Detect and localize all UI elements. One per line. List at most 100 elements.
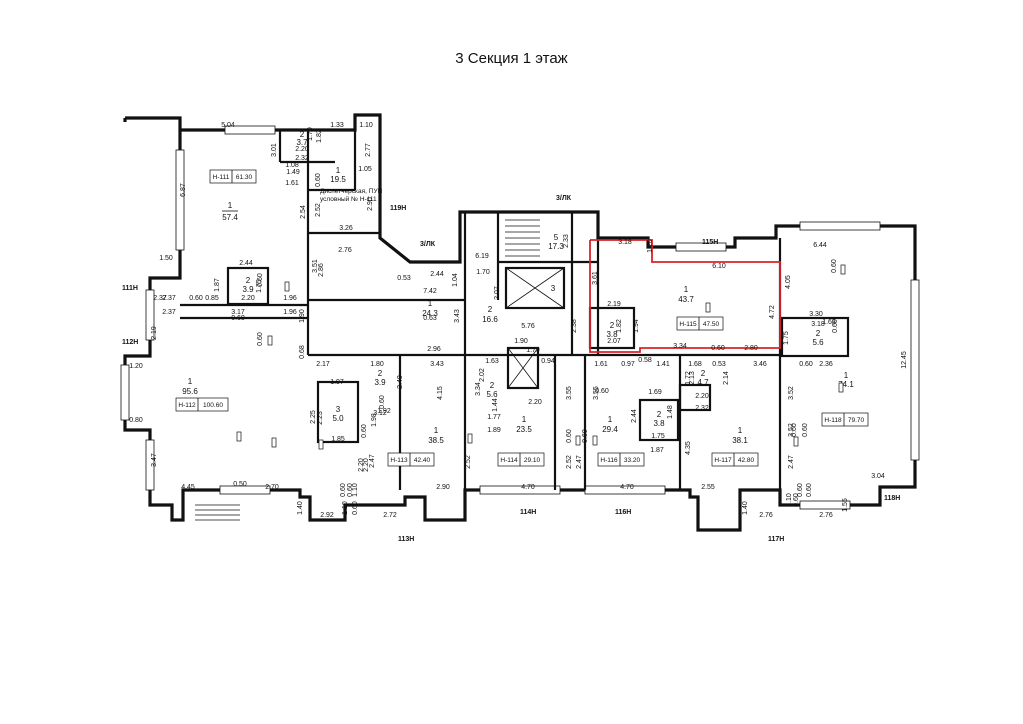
dimension-label: 3.52 — [788, 423, 795, 437]
svg-text:17.3: 17.3 — [548, 242, 564, 251]
room-labels: 1 57.4 2 3.7 1 19.5 2 3.9 1 24.3 1 95.6 … — [182, 130, 854, 445]
dimension-label: 0.94 — [541, 358, 555, 365]
unit-box: Н-111 61.30 — [209, 169, 257, 184]
dimension-label: 2.52 — [465, 455, 472, 469]
dimension-label: 1.87 — [214, 278, 221, 292]
dimension-label: 1.50 — [159, 255, 173, 262]
svg-text:2: 2 — [300, 130, 305, 139]
dimension-label: 2.32 — [695, 405, 709, 412]
dimension-label: 1.48 — [667, 405, 674, 419]
svg-text:1: 1 — [336, 166, 341, 175]
dimension-label: 1.94 — [633, 319, 640, 333]
wall-wc2 — [316, 380, 360, 444]
svg-text:112Н: 112Н — [122, 339, 138, 346]
svg-text:43.7: 43.7 — [678, 295, 694, 304]
svg-text:5.6: 5.6 — [812, 338, 824, 347]
svg-text:42.80: 42.80 — [738, 457, 755, 464]
svg-text:Н-115: Н-115 — [679, 321, 697, 328]
svg-text:1: 1 — [684, 285, 689, 294]
dimension-label: 2.32 — [295, 155, 309, 162]
dimension-label: 2.36 — [819, 361, 833, 368]
svg-text:47.50: 47.50 — [703, 321, 720, 328]
elevator-shaft-2 — [506, 346, 540, 390]
dimension-label: 0.80 — [129, 417, 143, 424]
dimension-label: 0.60 — [347, 483, 354, 497]
svg-text:1: 1 — [608, 415, 613, 424]
svg-text:3.8: 3.8 — [606, 330, 618, 339]
unit-box: Н-112 100.60 — [175, 397, 229, 412]
svg-text:3: 3 — [336, 405, 341, 414]
dimension-label: 2.17 — [316, 361, 330, 368]
room-label: 2 3.7 — [296, 130, 308, 147]
svg-text:1: 1 — [738, 426, 743, 435]
dimension-label: 1.40 — [297, 501, 304, 515]
dimension-label: 1.10 — [786, 493, 793, 507]
svg-text:74.1: 74.1 — [838, 380, 854, 389]
room-label: 2 5.6 — [486, 381, 498, 399]
dimension-label: 2.70 — [265, 484, 279, 491]
svg-text:117Н: 117Н — [768, 536, 784, 543]
dimension-label: 0.50 — [233, 481, 247, 488]
dimension-label: 1.98 — [371, 413, 378, 427]
dimension-label: 2.44 — [239, 260, 253, 267]
unit-boxes: Н-111 61.30 Н-112 100.60 Н-113 42.40 Н-1… — [175, 169, 869, 467]
dimension-label: 2.23 — [317, 411, 324, 425]
dimension-label: 1.61 — [594, 361, 608, 368]
svg-text:2: 2 — [816, 329, 821, 338]
dimension-label: 1.97 — [330, 379, 344, 386]
dimension-label: 2.44 — [631, 409, 638, 423]
dimension-label: 3.34 — [475, 382, 482, 396]
socket-mark — [271, 437, 277, 448]
dimension-label: 2.80 — [744, 345, 758, 352]
svg-text:4.7: 4.7 — [697, 378, 709, 387]
dimension-label: 1.92 — [377, 408, 391, 415]
dimension-label: 1.20 — [647, 239, 654, 253]
svg-text:3/ЛК: 3/ЛК — [556, 195, 572, 202]
dimension-label: 2.76 — [338, 247, 352, 254]
room-label: 1 19.5 — [330, 166, 346, 184]
room-label: 2 3.9 — [242, 276, 254, 294]
svg-text:57.4: 57.4 — [222, 213, 238, 222]
svg-text:61.30: 61.30 — [236, 174, 253, 181]
svg-text:2: 2 — [490, 381, 495, 390]
dimension-label: 1.75 — [256, 279, 263, 293]
svg-text:2: 2 — [701, 369, 706, 378]
room-label: 1 29.4 — [602, 415, 618, 434]
dimension-label: 3.61 — [592, 271, 599, 285]
dimension-label: 0.60 — [595, 388, 609, 395]
svg-text:115Н: 115Н — [702, 239, 718, 246]
socket-mark — [840, 264, 846, 275]
dimension-label: 1.10 — [359, 122, 373, 129]
unit-box: Н-116 33.20 — [597, 452, 645, 467]
dimension-label: 3.52 — [788, 386, 795, 400]
svg-text:Н-113: Н-113 — [390, 457, 408, 464]
dimension-label: 1.75 — [651, 433, 665, 440]
svg-text:Н-116: Н-116 — [600, 457, 618, 464]
svg-text:19.5: 19.5 — [330, 175, 346, 184]
dimension-label: 3.34 — [673, 343, 687, 350]
dimension-label: 1.44 — [492, 398, 499, 412]
dimension-label: 2.37 — [153, 295, 167, 302]
window-s2 — [479, 485, 561, 495]
dimension-label: 1.63 — [485, 358, 499, 365]
dimension-label: 4.45 — [181, 484, 195, 491]
svg-text:119Н: 119Н — [390, 205, 406, 212]
socket-mark — [284, 281, 290, 292]
dimension-label: 4.35 — [685, 441, 692, 455]
window-e1 — [910, 279, 920, 461]
dimension-label: 2.52 — [566, 455, 573, 469]
dimension-label: 0.60 — [802, 423, 809, 437]
dimension-label: 1.90 — [299, 309, 306, 323]
socket-mark — [467, 433, 473, 444]
dimension-label: 0.68 — [299, 345, 306, 359]
dimension-label: 0.63 — [423, 315, 437, 322]
outer-walls — [123, 113, 917, 532]
dimension-label: 0.58 — [638, 357, 652, 364]
dimension-label: 0.60 — [791, 423, 798, 437]
room-label: 1 23.5 — [516, 415, 532, 434]
dimension-label: 0.53 — [397, 275, 411, 282]
dimension-label: 1.55 — [842, 498, 849, 512]
dimension-label: 2.47 — [788, 455, 795, 469]
